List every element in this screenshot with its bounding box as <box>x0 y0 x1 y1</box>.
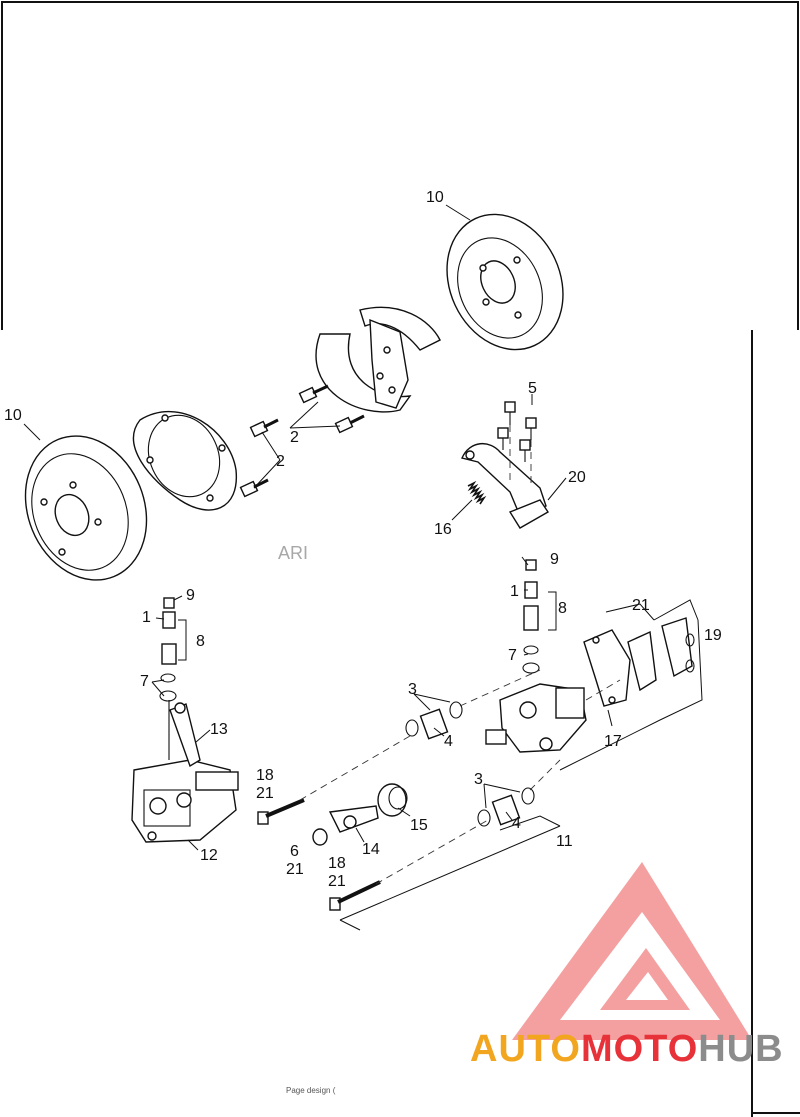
label-9-left: 9 <box>186 587 195 604</box>
label-18-b: 18 <box>328 855 346 872</box>
label-21-b: 21 <box>328 873 346 890</box>
shield-plate-top <box>315 306 441 413</box>
assembly-lines <box>299 669 621 885</box>
label-16: 16 <box>434 521 452 538</box>
label-20: 20 <box>568 469 586 486</box>
brake-disc-left <box>24 435 148 581</box>
automotohub-logo: AUTOMOTOHUB <box>470 1028 784 1071</box>
leader-lines <box>23 204 703 931</box>
label-15: 15 <box>410 817 428 834</box>
label-3-top: 3 <box>408 681 417 698</box>
pin-18-b <box>329 880 381 911</box>
label-10-top: 10 <box>426 189 444 206</box>
brake-disc-top <box>446 213 564 351</box>
pin-18-a <box>257 798 305 825</box>
shield-plate-left <box>133 410 237 511</box>
label-11: 11 <box>556 833 573 850</box>
label-10-left: 10 <box>4 407 22 424</box>
label-21-6: 21 <box>286 861 304 878</box>
logo-moto: MOTO <box>580 1028 699 1070</box>
logo-hub: HUB <box>698 1028 784 1070</box>
bolts-2 <box>239 384 365 498</box>
fittings-left <box>159 597 177 760</box>
label-1-left: 1 <box>142 609 151 626</box>
label-13: 13 <box>210 721 228 738</box>
bracket-20 <box>461 443 549 529</box>
label-7-left: 7 <box>140 673 149 690</box>
label-2-a: 2 <box>290 429 299 446</box>
nut-6 <box>312 828 328 846</box>
label-18-a: 18 <box>256 767 274 784</box>
label-9-right: 9 <box>550 551 559 568</box>
seals-bushings <box>405 701 535 827</box>
footer-text: Page design ( <box>286 1086 336 1095</box>
boot-15 <box>377 783 408 817</box>
logo-triangle <box>512 862 752 1040</box>
label-3-bottom: 3 <box>474 771 483 788</box>
label-7-right: 7 <box>508 647 517 664</box>
label-21-top: 21 <box>632 597 650 614</box>
screws-5 <box>497 401 537 485</box>
lever-14 <box>328 805 379 833</box>
caliper-left-12 <box>131 759 239 843</box>
lever-13 <box>169 702 201 768</box>
label-12: 12 <box>200 847 218 864</box>
label-14: 14 <box>362 841 380 858</box>
label-8-right: 8 <box>558 600 567 617</box>
label-8-left: 8 <box>196 633 205 650</box>
label-4-bottom: 4 <box>512 815 521 832</box>
label-4-top: 4 <box>444 733 453 750</box>
label-6: 6 <box>290 843 299 860</box>
spring-16 <box>467 480 487 505</box>
logo-auto: AUTO <box>470 1028 581 1070</box>
label-19: 19 <box>704 627 722 644</box>
pads-19 <box>627 617 695 692</box>
label-17: 17 <box>604 733 622 750</box>
label-2-b: 2 <box>276 453 285 470</box>
caliper-body-11 <box>485 683 587 753</box>
label-1-right: 1 <box>510 583 519 600</box>
watermark-text: ARI <box>278 543 309 563</box>
bracket-plate-17 <box>583 629 631 707</box>
label-5: 5 <box>528 380 537 397</box>
part-labels: 10 10 2 2 5 20 16 9 1 8 7 21 19 17 3 4 3… <box>4 189 722 890</box>
fittings-right <box>522 559 540 674</box>
label-21-a: 21 <box>256 785 274 802</box>
